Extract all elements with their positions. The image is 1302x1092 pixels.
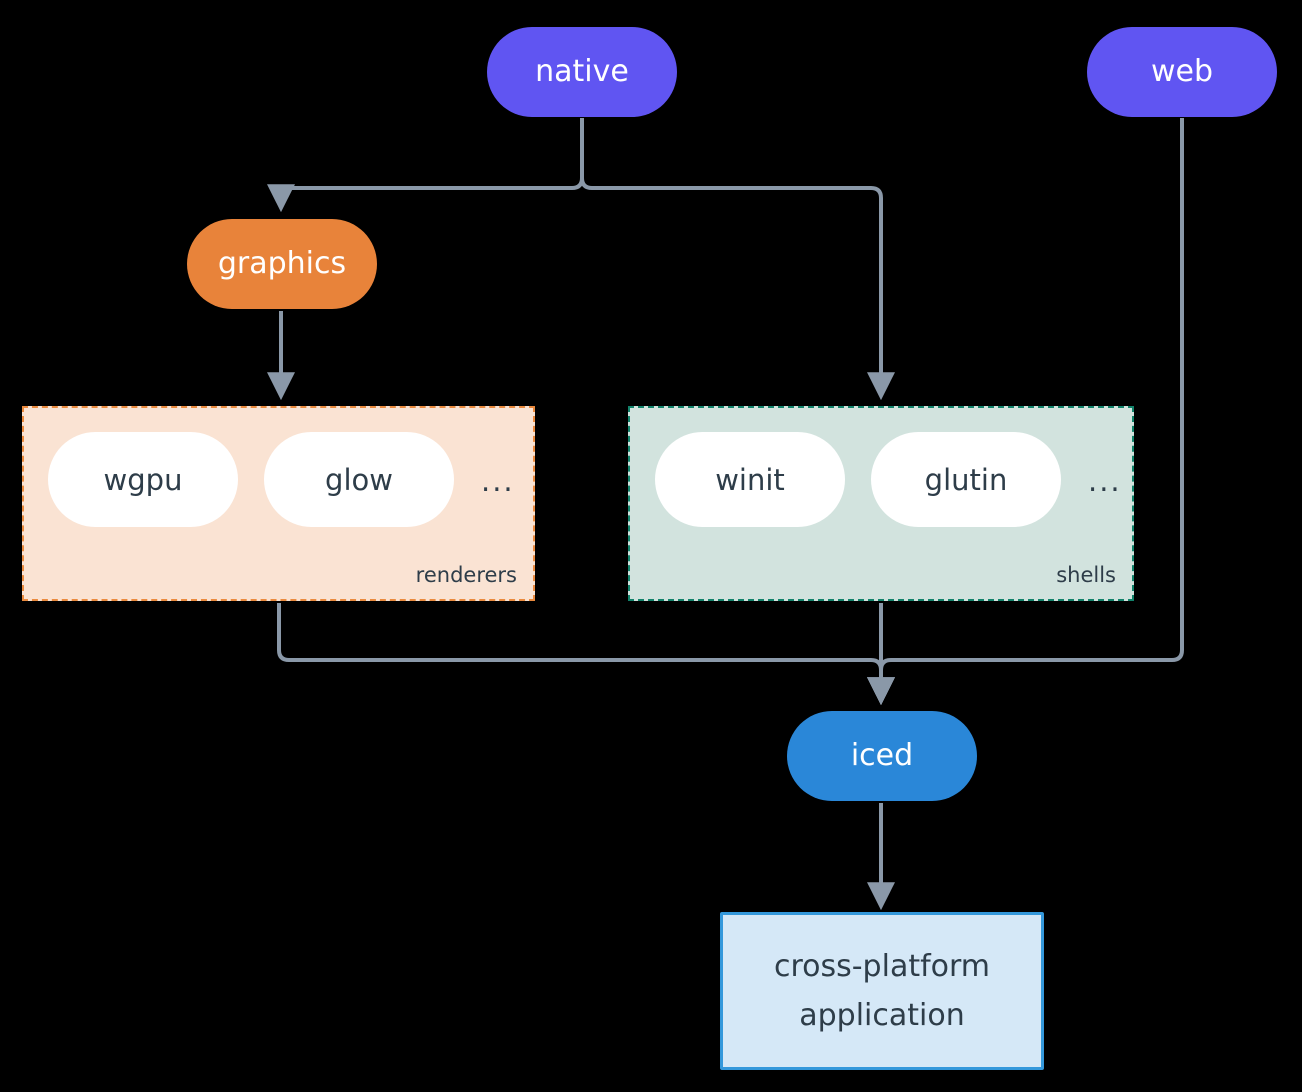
- application-label-line1: cross-platform: [773, 948, 991, 984]
- node-wgpu-label: wgpu: [103, 462, 183, 497]
- node-iced[interactable]: iced: [787, 711, 977, 801]
- shells-overflow-ellipsis: ...: [1088, 464, 1122, 498]
- node-graphics-label: graphics: [217, 246, 347, 282]
- node-glutin-label: glutin: [924, 462, 1008, 497]
- cluster-shells-label: shells: [1056, 563, 1116, 587]
- node-iced-label: iced: [850, 738, 914, 774]
- node-wgpu[interactable]: wgpu: [48, 432, 238, 527]
- node-winit-label: winit: [715, 462, 785, 497]
- node-glutin[interactable]: glutin: [871, 432, 1061, 527]
- node-glow-label: glow: [325, 462, 393, 497]
- application-label-line2: application: [799, 998, 965, 1033]
- renderers-overflow-ellipsis: ...: [481, 464, 515, 498]
- edge-native-shells: [580, 118, 895, 401]
- edge-native-graphics: [267, 118, 584, 213]
- node-cross-platform-application[interactable]: cross-platform application: [720, 912, 1044, 1070]
- edge-renderers-iced: [277, 603, 895, 706]
- node-glow[interactable]: glow: [264, 432, 454, 527]
- edge-web-iced: [867, 118, 1184, 706]
- node-native-label: native: [535, 54, 629, 90]
- node-web-label: web: [1150, 54, 1214, 90]
- node-graphics[interactable]: graphics: [187, 219, 377, 309]
- cluster-renderers-label: renderers: [415, 563, 517, 587]
- node-web[interactable]: web: [1087, 27, 1277, 117]
- node-winit[interactable]: winit: [655, 432, 845, 527]
- node-native[interactable]: native: [487, 27, 677, 117]
